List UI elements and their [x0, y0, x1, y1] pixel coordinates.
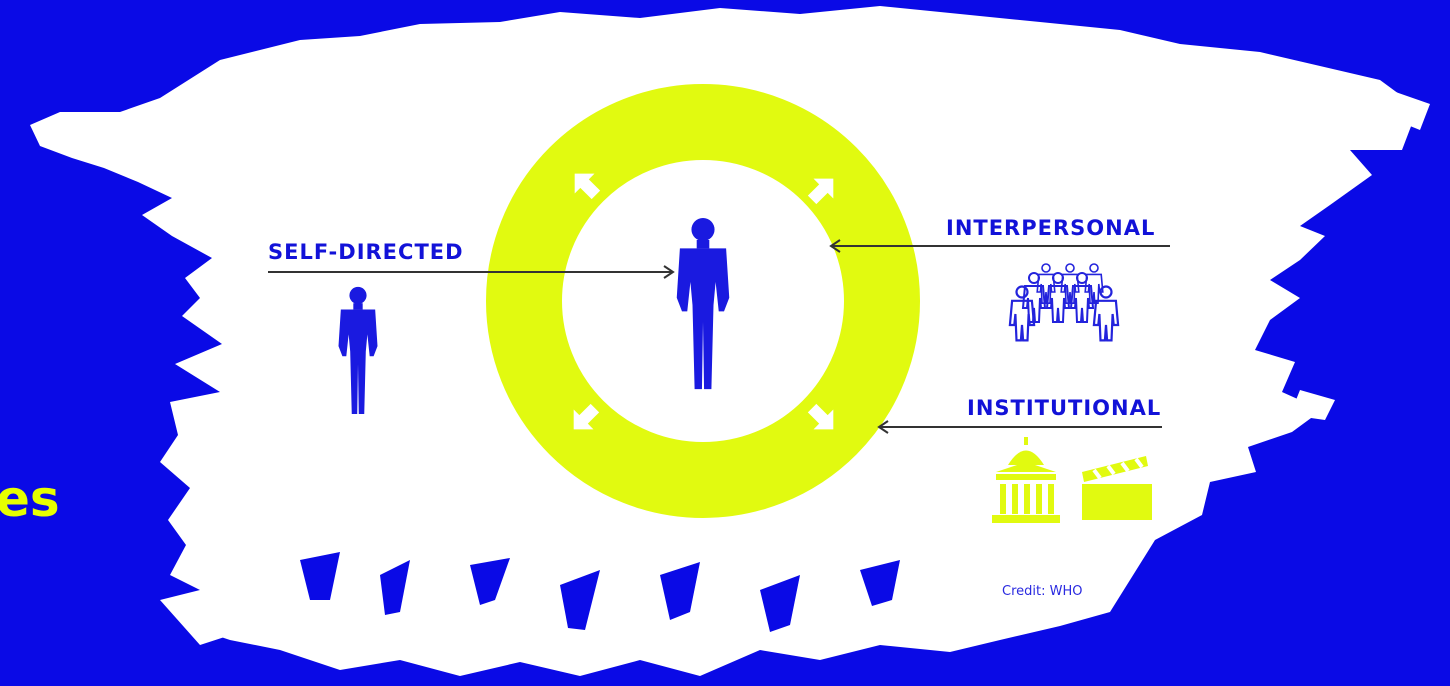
ring-arrows — [569, 173, 834, 431]
government-building-icon — [992, 437, 1060, 523]
arrow-top-right — [807, 178, 834, 205]
influence-ring — [486, 84, 920, 518]
arrow-bottom — [684, 401, 712, 431]
self-directed-arrowhead — [663, 265, 675, 279]
arrow-right — [801, 289, 831, 317]
arrow-left — [569, 289, 599, 317]
institutional-label: INSTITUTIONAL — [967, 396, 1162, 420]
interpersonal-label: INTERPERSONAL — [946, 216, 1156, 240]
arrow-top-left — [574, 173, 601, 200]
partial-heading-text: es — [0, 470, 60, 528]
institutional-arrowhead — [877, 420, 889, 434]
interpersonal-arrowhead — [829, 239, 841, 253]
arrow-bottom-right — [807, 403, 834, 430]
brush-texture — [300, 552, 900, 632]
self-directed-label: SELF-DIRECTED — [268, 240, 464, 264]
torn-paper-background — [30, 6, 1430, 676]
clapperboard-icon — [1082, 456, 1152, 520]
credit-text: Credit: WHO — [1002, 584, 1083, 599]
arrow-bottom-left — [573, 403, 600, 430]
arrow-top — [684, 179, 712, 209]
connector-lines — [268, 239, 1170, 434]
